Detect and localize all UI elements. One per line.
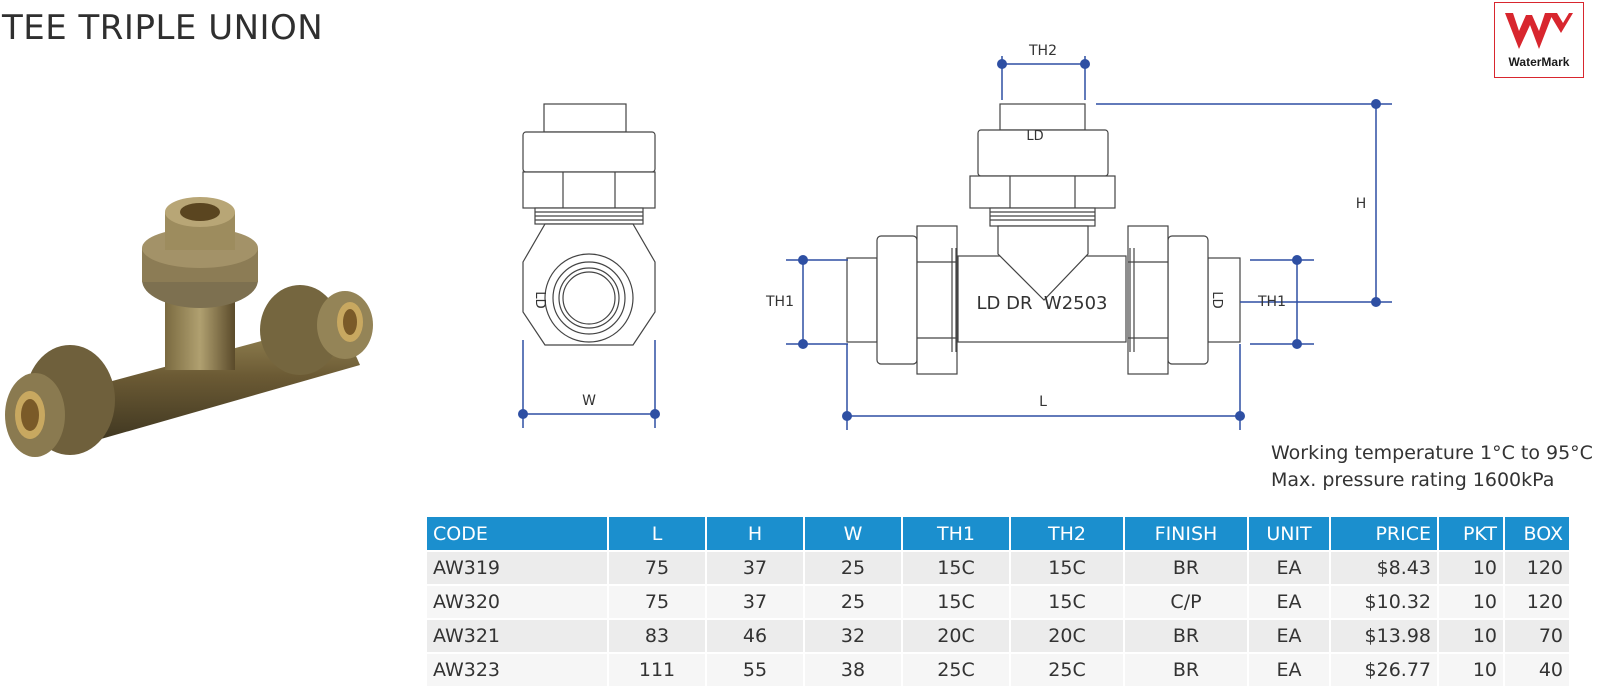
side-view-cap [543, 103, 627, 133]
table-row: AW323 111 55 38 25C 25C BR EA $26.77 10 … [427, 654, 1569, 686]
table-header-row: CODE L H W TH1 TH2 FINISH UNIT PRICE PKT… [427, 517, 1569, 550]
cell-pkt: 10 [1439, 620, 1503, 652]
cell-w: 25 [805, 586, 901, 618]
col-header-box: BOX [1505, 517, 1569, 550]
table-row: AW319 75 37 25 15C 15C BR EA $8.43 10 12… [427, 552, 1569, 584]
cell-w: 25 [805, 552, 901, 584]
cell-th1: 20C [903, 620, 1009, 652]
cell-w: 38 [805, 654, 901, 686]
cell-code: AW319 [427, 552, 607, 584]
watermark-logo-mark [1505, 13, 1573, 49]
cell-th1: 25C [903, 654, 1009, 686]
col-header-unit: UNIT [1249, 517, 1329, 550]
dim-label-l: L [1039, 394, 1047, 410]
cell-w: 32 [805, 620, 901, 652]
cell-box: 40 [1505, 654, 1569, 686]
cell-unit: EA [1249, 620, 1329, 652]
cell-pkt: 10 [1439, 586, 1503, 618]
col-header-h: H [707, 517, 803, 550]
side-view-marking: LD [532, 291, 547, 308]
dim-label-w: W [582, 393, 596, 409]
cell-pkt: 10 [1439, 552, 1503, 584]
right-nut-marking: LD [1209, 291, 1224, 308]
cell-code: AW323 [427, 654, 607, 686]
cell-price: $10.32 [1331, 586, 1437, 618]
col-header-code: CODE [427, 517, 607, 550]
watermark-logo: WaterMark [1494, 2, 1584, 78]
col-header-l: L [609, 517, 705, 550]
cell-code: AW320 [427, 586, 607, 618]
col-header-th2: TH2 [1011, 517, 1123, 550]
page-title: TEE TRIPLE UNION [2, 8, 324, 48]
spec-pressure: Max. pressure rating 1600kPa [1271, 469, 1555, 491]
cell-h: 37 [707, 586, 803, 618]
dim-label-th2: TH2 [1028, 43, 1057, 59]
cell-finish: C/P [1125, 586, 1247, 618]
cell-finish: BR [1125, 654, 1247, 686]
cell-l: 75 [609, 552, 705, 584]
col-header-pkt: PKT [1439, 517, 1503, 550]
table-row: AW321 83 46 32 20C 20C BR EA $13.98 10 7… [427, 620, 1569, 652]
cell-price: $8.43 [1331, 552, 1437, 584]
cell-h: 55 [707, 654, 803, 686]
col-header-w: W [805, 517, 901, 550]
dim-label-th1-right: TH1 [1257, 294, 1286, 310]
cell-th2: 25C [1011, 654, 1123, 686]
cell-code: AW321 [427, 620, 607, 652]
cell-box: 120 [1505, 552, 1569, 584]
cell-l: 83 [609, 620, 705, 652]
cell-l: 75 [609, 586, 705, 618]
cell-finish: BR [1125, 552, 1247, 584]
cell-unit: EA [1249, 654, 1329, 686]
top-nut-marking: LD [1026, 129, 1043, 144]
product-photo [5, 197, 373, 457]
cell-price: $26.77 [1331, 654, 1437, 686]
dim-label-th1-left: TH1 [765, 294, 794, 310]
cell-h: 46 [707, 620, 803, 652]
cell-h: 37 [707, 552, 803, 584]
cell-box: 120 [1505, 586, 1569, 618]
cell-th1: 15C [903, 586, 1009, 618]
col-header-th1: TH1 [903, 517, 1009, 550]
spec-temperature: Working temperature 1°C to 95°C [1271, 442, 1593, 464]
body-marking: LD DR W2503 [976, 293, 1107, 314]
col-header-price: PRICE [1331, 517, 1437, 550]
cell-unit: EA [1249, 586, 1329, 618]
specifications: Working temperature 1°C to 95°C Max. pre… [1271, 440, 1593, 494]
cell-l: 111 [609, 654, 705, 686]
cell-unit: EA [1249, 552, 1329, 584]
dim-label-h: H [1356, 196, 1367, 212]
col-header-finish: FINISH [1125, 517, 1247, 550]
cell-finish: BR [1125, 620, 1247, 652]
cell-th2: 15C [1011, 586, 1123, 618]
cell-th1: 15C [903, 552, 1009, 584]
table-row: AW320 75 37 25 15C 15C C/P EA $10.32 10 … [427, 586, 1569, 618]
product-table: CODE L H W TH1 TH2 FINISH UNIT PRICE PKT… [425, 515, 1571, 688]
cell-price: $13.98 [1331, 620, 1437, 652]
cell-box: 70 [1505, 620, 1569, 652]
cell-th2: 20C [1011, 620, 1123, 652]
watermark-logo-text: WaterMark [1508, 55, 1570, 69]
cell-pkt: 10 [1439, 654, 1503, 686]
cell-th2: 15C [1011, 552, 1123, 584]
